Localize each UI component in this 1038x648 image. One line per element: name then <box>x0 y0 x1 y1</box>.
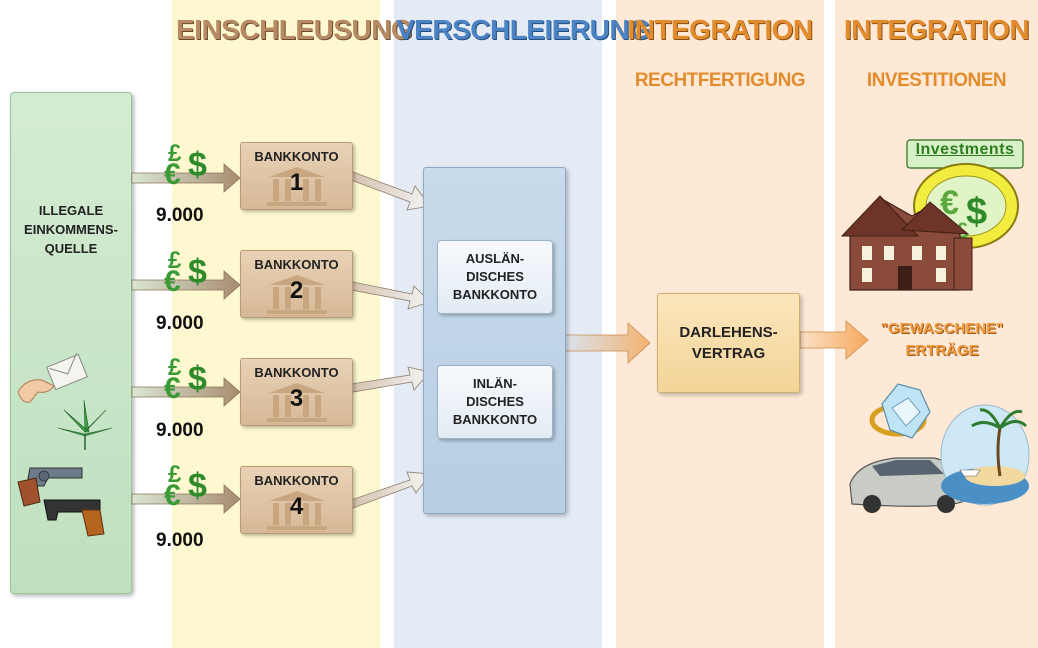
pound-icon: £ <box>168 461 182 488</box>
investments-sign: Investments <box>915 141 1015 158</box>
bank-account-2: BANKKONTO 2 <box>240 250 353 318</box>
bank-building-icon <box>267 167 327 206</box>
dollar-icon: $ <box>188 253 207 291</box>
bank-account-label: BANKKONTO <box>254 149 339 164</box>
currency-symbols-4: £ € $ <box>164 461 216 513</box>
bank-account-number: 2 <box>289 277 304 304</box>
bank-account-number: 1 <box>289 169 304 196</box>
laundered-proceeds-label: "GEWASCHENE" ERTRÄGE <box>880 320 1004 359</box>
bank-building-icon <box>267 275 327 314</box>
bag-dollar-icon: $ <box>966 191 987 233</box>
bank-account-label: BANKKONTO <box>254 365 339 380</box>
pound-icon: £ <box>168 247 182 274</box>
bank-account-number: 4 <box>289 493 304 520</box>
island-icon <box>940 404 1030 506</box>
loan-contract-box: DARLEHENS- VERTRAG <box>657 293 800 393</box>
bank-account-label: BANKKONTO <box>254 473 339 488</box>
cash-envelope-icon <box>17 352 88 403</box>
header-integration-a: INTEGRATION <box>627 14 813 45</box>
cannabis-leaf-icon <box>57 399 113 450</box>
currency-symbols-1: £ € $ <box>164 140 216 192</box>
euro-icon: € <box>164 479 181 512</box>
amount-3: 9.000 <box>156 420 204 441</box>
dollar-icon: $ <box>188 146 207 184</box>
domestic-bank-account-box: INLÄN- DISCHES BANKKONTO <box>437 365 553 439</box>
sports-car-icon <box>849 457 967 513</box>
foreign-bank-account-label: AUSLÄN- DISCHES BANKKONTO <box>452 251 538 302</box>
house-icon <box>840 195 973 291</box>
arrow-source-to-bank-1 <box>131 163 241 193</box>
arrow-source-to-bank-2 <box>131 270 241 300</box>
revolver-icon <box>17 467 83 507</box>
euro-icon: € <box>164 158 181 191</box>
amount-1: 9.000 <box>156 205 204 226</box>
arrow-bank-1-to-layering <box>350 171 431 211</box>
euro-icon: € <box>164 265 181 298</box>
currency-symbols-2: £ € $ <box>164 247 216 299</box>
arrow-bank-2-to-layering <box>350 281 431 310</box>
arrow-bank-3-to-layering <box>350 366 431 393</box>
bank-building-icon <box>267 491 327 530</box>
diamond-ring-icon <box>869 383 931 439</box>
domestic-bank-account-label: INLÄN- DISCHES BANKKONTO <box>452 376 538 427</box>
pistol-icon <box>43 499 105 537</box>
layering-container <box>423 167 566 514</box>
bank-building-icon <box>267 383 327 422</box>
bank-account-4: BANKKONTO 4 <box>240 466 353 534</box>
pound-icon: £ <box>168 354 182 381</box>
pound-icon: £ <box>168 140 182 167</box>
bank-account-3: BANKKONTO 3 <box>240 358 353 426</box>
band-placement <box>172 0 380 648</box>
header-placement: EINSCHLEUSUNG <box>176 14 413 45</box>
amount-4: 9.000 <box>156 530 204 551</box>
subheader-investments: INVESTITIONEN <box>866 70 1007 91</box>
subheader-justification: RECHTFERTIGUNG <box>634 70 806 91</box>
header-integration-b: INTEGRATION <box>843 14 1030 45</box>
arrow-source-to-bank-4 <box>131 484 241 514</box>
arrow-loan-to-result <box>799 320 869 360</box>
illegal-income-source-label: ILLEGALE EINKOMMENS- QUELLE <box>24 203 118 256</box>
foreign-bank-account-box: AUSLÄN- DISCHES BANKKONTO <box>437 240 553 314</box>
band-integration-investments <box>835 0 1038 648</box>
dollar-icon: $ <box>188 467 207 505</box>
arrow-layering-to-loan <box>564 322 651 364</box>
euro-icon: € <box>164 372 181 405</box>
dollar-icon: $ <box>188 360 207 398</box>
amount-2: 9.000 <box>156 313 204 334</box>
arrow-source-to-bank-3 <box>131 377 241 407</box>
bank-account-label: BANKKONTO <box>254 257 339 272</box>
currency-symbols-3: £ € $ <box>164 354 216 406</box>
loan-contract-label: DARLEHENS- VERTRAG <box>679 324 778 362</box>
bank-account-1: BANKKONTO 1 <box>240 142 353 210</box>
bank-account-number: 3 <box>289 385 304 412</box>
bag-euro-icon: € <box>940 184 959 222</box>
